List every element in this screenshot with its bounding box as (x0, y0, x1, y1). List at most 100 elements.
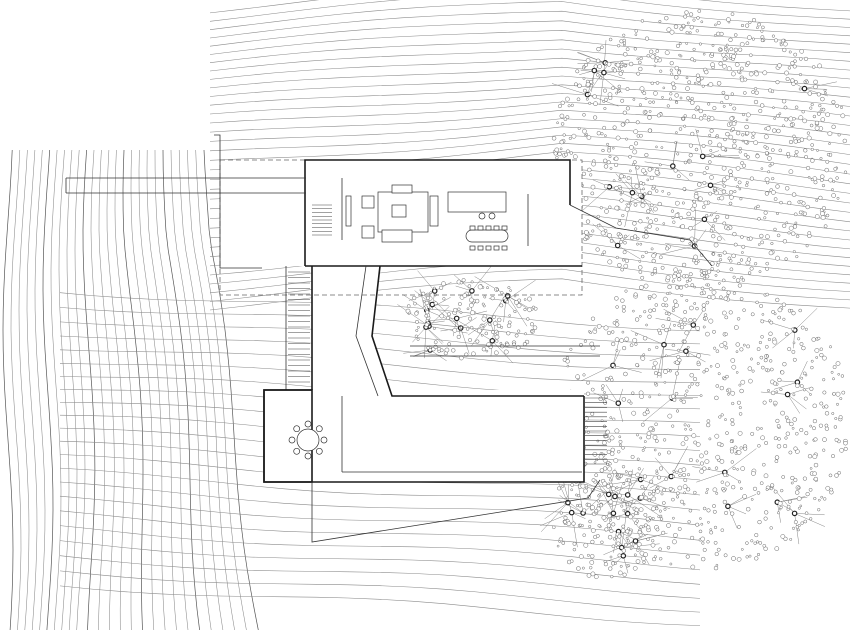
leaf-dot (679, 26, 684, 31)
leaf-dot (567, 104, 571, 108)
leaf-dot (433, 301, 438, 306)
leaf-dot (600, 132, 604, 136)
leaf-dot (773, 489, 778, 494)
leaf-dot (670, 81, 676, 86)
leaf-dot (709, 175, 714, 180)
leaf-dot (764, 151, 769, 155)
leaf-dot (681, 262, 687, 268)
leaf-dot (698, 108, 704, 114)
leaf-dot (727, 392, 730, 396)
leaf-dot (735, 350, 739, 354)
leaf-dot (744, 124, 749, 130)
leaf-dot (606, 449, 611, 455)
leaf-dot (704, 459, 710, 464)
tree-branch (773, 381, 798, 390)
contour-line (209, 93, 850, 117)
leaf-dot (723, 377, 727, 381)
leaf-dot (833, 167, 838, 171)
leaf-dot (815, 356, 819, 359)
leaf-dot (805, 80, 809, 84)
leaf-dot (831, 124, 836, 129)
leaf-dot (774, 459, 779, 464)
tree-branch (403, 349, 431, 354)
leaf-dot (790, 481, 794, 485)
leaf-dot (746, 257, 751, 262)
leaf-dot (732, 275, 736, 279)
leaf-dot (677, 348, 681, 352)
leaf-dot (828, 473, 833, 478)
leaf-dot (717, 372, 721, 376)
leaf-dot (624, 258, 629, 263)
leaf-dot (623, 240, 627, 245)
leaf-dot (722, 184, 726, 188)
leaf-dot (698, 529, 703, 534)
leaf-dot (624, 206, 630, 212)
leaf-dot (833, 425, 838, 429)
leaf-dot (653, 371, 658, 375)
leaf-dot (531, 305, 536, 309)
leaf-dot (809, 106, 813, 110)
tree-trunk (801, 85, 808, 92)
leaf-dot (730, 71, 736, 77)
leaf-dot (641, 525, 645, 529)
leaf-dot (674, 141, 677, 144)
tree-trunk (690, 322, 697, 328)
leaf-dot (651, 506, 656, 512)
leaf-dot (622, 110, 627, 115)
leaf-dot (715, 134, 719, 138)
leaf-dot (713, 346, 717, 350)
tree-branch (594, 70, 626, 80)
leaf-dot (702, 277, 707, 281)
chair (493, 225, 500, 231)
leaf-dot (654, 439, 659, 443)
leaf-dot (791, 350, 796, 354)
leaf-dot (798, 308, 802, 313)
leaf-dot (683, 310, 688, 314)
leaf-dot (603, 559, 607, 563)
leaf-dot (793, 477, 798, 483)
leaf-dot (785, 418, 791, 424)
leaf-dot (590, 528, 596, 533)
leaf-dot (628, 61, 634, 67)
leaf-dot (481, 302, 485, 306)
leaf-dot (603, 184, 609, 189)
leaf-dot (809, 517, 813, 521)
leaf-dot (698, 116, 704, 121)
leaf-dot (643, 552, 648, 557)
leaf-dot (819, 401, 824, 406)
leaf-dot (587, 92, 591, 96)
leaf-dot (688, 31, 692, 35)
leaf-dot (786, 504, 791, 509)
leaf-dot (818, 195, 823, 201)
leaf-dot (499, 341, 503, 345)
leaf-dot (621, 330, 625, 334)
leaf-dot (804, 431, 809, 436)
contour-line (209, 84, 850, 107)
leaf-dot (634, 29, 639, 33)
tree-branch (627, 494, 659, 516)
leaf-dot (557, 104, 562, 109)
leaf-dot (770, 148, 775, 152)
leaf-dot (820, 495, 824, 499)
leaf-dot (794, 490, 800, 495)
leaf-dot (609, 555, 613, 559)
tree-trunk (624, 510, 631, 517)
tree-branch (672, 165, 690, 181)
leaf-dot (643, 283, 649, 289)
leaf-dot (688, 457, 693, 463)
leaf-dot (823, 497, 827, 501)
leaf-dot (563, 515, 568, 520)
leaf-dot (720, 480, 724, 484)
leaf-dot (728, 134, 734, 140)
leaf-dot (773, 403, 777, 407)
leaf-dot (638, 507, 644, 513)
leaf-dot (814, 125, 820, 131)
leaf-dot (650, 272, 654, 276)
leaf-dot (636, 71, 641, 76)
leaf-dot (722, 499, 728, 505)
tree-branch (644, 161, 673, 167)
leaf-dot (669, 68, 673, 72)
leaf-dot (556, 544, 560, 548)
leaf-dot (702, 271, 706, 275)
leaf-dot (794, 150, 799, 154)
